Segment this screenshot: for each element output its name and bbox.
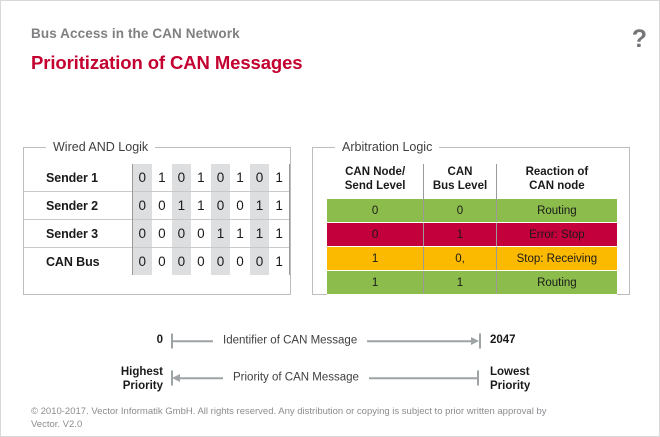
bit-cell: 0 [249, 247, 270, 275]
bit-cell: 0 [131, 247, 153, 275]
cell-bus-level: 1 [423, 270, 497, 295]
cell-reaction: Error: Stop [496, 222, 617, 247]
bit-cell: 1 [210, 219, 231, 248]
cell-bus-level: 0, [423, 246, 497, 271]
wired-and-table: Sender 1 0 1 0 1 0 1 0 1 Sender 2 0 0 1 … [24, 164, 291, 275]
cell-reaction: Routing [496, 270, 617, 295]
row-label: Sender 2 [24, 191, 132, 220]
copyright-footer: © 2010-2017. Vector Informatik GmbH. All… [31, 406, 547, 430]
bit-cell: 0 [230, 247, 250, 275]
header-line: Reaction of [525, 166, 589, 178]
highest-priority-line: Priority [122, 380, 163, 392]
priority-arrowhead-left-icon [172, 374, 180, 382]
identifier-min-label: 0 [156, 334, 163, 346]
header-eyebrow: Bus Access in the CAN Network [31, 26, 240, 41]
bit-cell: 1 [191, 191, 211, 220]
cell-send-level: 0 [327, 222, 425, 247]
slide-header: Bus Access in the CAN Network Prioritiza… [31, 25, 635, 85]
bit-cell: 0 [152, 191, 172, 220]
wired-and-panel: Wired AND Logik Sender 1 0 1 0 1 0 1 0 1… [23, 139, 291, 295]
priority-arrow-track: Priority of CAN Message [171, 357, 479, 399]
cell-bus-level: 0 [423, 199, 497, 223]
bit-cell: 1 [171, 191, 192, 220]
cell-send-level: 1 [327, 246, 425, 271]
table-row: CAN Bus 0 0 0 0 0 0 0 1 [24, 247, 291, 275]
header-line: CAN node [529, 179, 585, 192]
priority-caption: Priority of CAN Message [223, 370, 369, 386]
identifier-right-cap [479, 333, 481, 349]
highest-priority-line: Highest [120, 366, 163, 378]
help-icon[interactable]: ? [631, 25, 647, 53]
bit-cell: 0 [191, 247, 211, 275]
identifier-scale-row: 0 Identifier of CAN Message 2047 [1, 327, 659, 355]
identifier-arrowhead-right-icon [471, 337, 479, 345]
bit-cell: 0 [210, 164, 231, 192]
bit-cell: 0 [152, 219, 172, 248]
table-row: Sender 3 0 0 0 0 1 1 1 1 [24, 219, 291, 248]
table-row: 0 0 Routing [327, 199, 617, 223]
bit-cell: 0 [131, 219, 153, 248]
header-line: Send Level [344, 179, 406, 192]
priority-left-cap [171, 370, 173, 386]
bit-cell: 0 [210, 247, 231, 275]
bit-cell: 1 [269, 219, 291, 248]
bit-cell: 0 [171, 219, 192, 248]
arbitration-table: CAN Node/ Send Level CAN Bus Level React… [327, 164, 617, 295]
lowest-priority-label: Lowest Priority [490, 365, 590, 393]
table-row: 1 1 Routing [327, 270, 617, 295]
bit-cell: 1 [249, 219, 270, 248]
bit-cell: 1 [269, 164, 291, 192]
row-label: Sender 3 [24, 219, 132, 248]
header-line: CAN [447, 166, 473, 178]
bit-cell: 0 [152, 247, 172, 275]
wired-and-panel-legend: Wired AND Logik [46, 139, 156, 155]
arbitration-logic-panel-legend: Arbitration Logic [335, 139, 440, 155]
identifier-max-label: 2047 [490, 334, 516, 346]
cell-send-level: 0 [327, 199, 425, 223]
column-header-reaction: Reaction of CAN node [496, 164, 617, 199]
identifier-caption: Identifier of CAN Message [213, 333, 368, 349]
table-row: 1 0, Stop: Receiving [327, 246, 617, 271]
table-row: 0 1 Error: Stop [327, 222, 617, 247]
arbitration-logic-panel: Arbitration Logic CAN Node/ Send Level C… [312, 139, 630, 295]
header-line: CAN Node/ [345, 166, 406, 178]
bit-cell: 0 [131, 191, 153, 220]
page-title: Prioritization of CAN Messages [31, 52, 303, 73]
bit-cell: 1 [269, 191, 291, 220]
lowest-priority-line: Lowest [490, 366, 530, 378]
bit-cell: 0 [210, 191, 231, 220]
bit-cell: 1 [269, 247, 291, 275]
lowest-priority-line: Priority [490, 380, 531, 392]
cell-bus-level: 1 [423, 222, 497, 247]
priority-right-cap [477, 370, 479, 386]
cell-send-level: 1 [327, 270, 425, 295]
row-label: Sender 1 [46, 170, 99, 185]
bit-cell: 0 [230, 191, 250, 220]
bit-cell: 0 [171, 164, 192, 192]
column-header-send-level: CAN Node/ Send Level [327, 164, 425, 199]
bit-cell: 0 [249, 164, 270, 192]
priority-scale-diagram: 0 Identifier of CAN Message 2047 Highest… [1, 327, 659, 399]
bit-cell: 0 [191, 219, 211, 248]
header-line: Bus Level [432, 179, 488, 192]
table-row: Sender 2 0 0 1 1 0 0 1 1 [24, 191, 291, 220]
column-header-bus-level: CAN Bus Level [423, 164, 497, 199]
priority-scale-row: Highest Priority Priority of CAN Message… [1, 357, 659, 399]
row-label: CAN Bus [24, 247, 132, 275]
bit-cell: 1 [158, 170, 166, 185]
cell-reaction: Stop: Receiving [496, 246, 617, 271]
table-row: Sender 1 0 1 0 1 0 1 0 1 [24, 164, 291, 192]
bit-cell: 1 [236, 170, 244, 185]
bit-cell: 1 [230, 219, 250, 248]
identifier-arrow-track: Identifier of CAN Message [171, 327, 481, 355]
highest-priority-label: Highest Priority [81, 365, 163, 393]
cell-reaction: Routing [496, 199, 617, 223]
bit-cell: 1 [249, 191, 270, 220]
bit-cell: 1 [197, 170, 205, 185]
bit-cell: 0 [171, 247, 192, 275]
table-header-row: CAN Node/ Send Level CAN Bus Level React… [327, 164, 617, 199]
bit-cell: 0 [131, 164, 153, 192]
